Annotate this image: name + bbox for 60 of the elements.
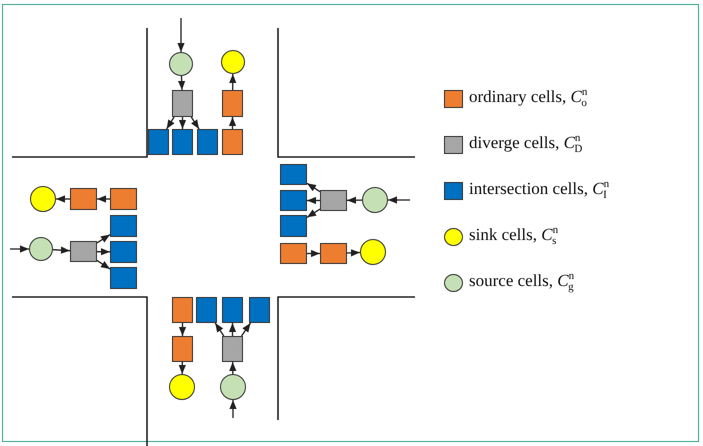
arrow: [229, 362, 236, 374]
source-cell: [362, 187, 388, 213]
arrow: [307, 196, 320, 204]
arrow: [177, 18, 185, 52]
intersection-cell: [172, 129, 193, 155]
arrow: [178, 117, 186, 129]
intersection-cell: [197, 129, 218, 155]
arrow: [97, 248, 110, 256]
ordinary-cell: [280, 243, 307, 264]
diverge-cell: [222, 336, 243, 362]
intersection-cell: [196, 297, 217, 323]
arrow: [229, 400, 237, 418]
intersection-cell: [110, 215, 137, 237]
arrow: [190, 116, 200, 130]
ordinary-cell: [320, 243, 347, 264]
arrow: [52, 246, 70, 254]
sink-cell: [360, 239, 386, 265]
sink-cell: [169, 374, 195, 400]
arrow: [229, 74, 236, 90]
diverge-cell: [172, 90, 193, 117]
arrow: [214, 322, 224, 336]
intersection-cell: [280, 215, 307, 237]
sink-cell: [221, 50, 245, 74]
ordinary-cell: [172, 297, 193, 323]
arrow: [306, 208, 320, 218]
arrow: [228, 323, 236, 336]
arrow: [307, 250, 320, 258]
arrow: [166, 116, 175, 130]
arrow: [96, 234, 110, 244]
arrow: [388, 196, 410, 204]
intersection-cell: [280, 164, 307, 185]
ordinary-cell: [70, 188, 97, 210]
arrow: [97, 195, 110, 203]
diverge-cell: [70, 241, 97, 262]
source-cell: [220, 374, 246, 400]
ordinary-cell: [222, 129, 243, 155]
ordinary-cell: [222, 90, 243, 117]
sink-cell: [30, 186, 56, 212]
arrow: [347, 196, 362, 204]
arrow: [306, 182, 320, 192]
intersection-cell: [110, 267, 137, 289]
intersection-cell: [222, 297, 243, 323]
arrow: [10, 245, 29, 253]
source-cell: [29, 237, 53, 261]
ordinary-cell: [110, 188, 137, 210]
arrow: [178, 362, 186, 374]
arrow: [178, 323, 186, 336]
intersection-cell: [148, 129, 169, 155]
intersection-cell: [110, 241, 137, 263]
intersection-cell: [280, 190, 307, 211]
arrow: [56, 195, 70, 203]
arrow: [240, 322, 252, 336]
arrow: [346, 249, 360, 256]
arrow: [228, 117, 236, 129]
intersection-cell: [249, 297, 270, 323]
arrow: [178, 76, 186, 90]
source-cell: [169, 52, 193, 76]
ordinary-cell: [172, 336, 193, 362]
diverge-cell: [320, 190, 347, 211]
arrow: [96, 260, 110, 270]
